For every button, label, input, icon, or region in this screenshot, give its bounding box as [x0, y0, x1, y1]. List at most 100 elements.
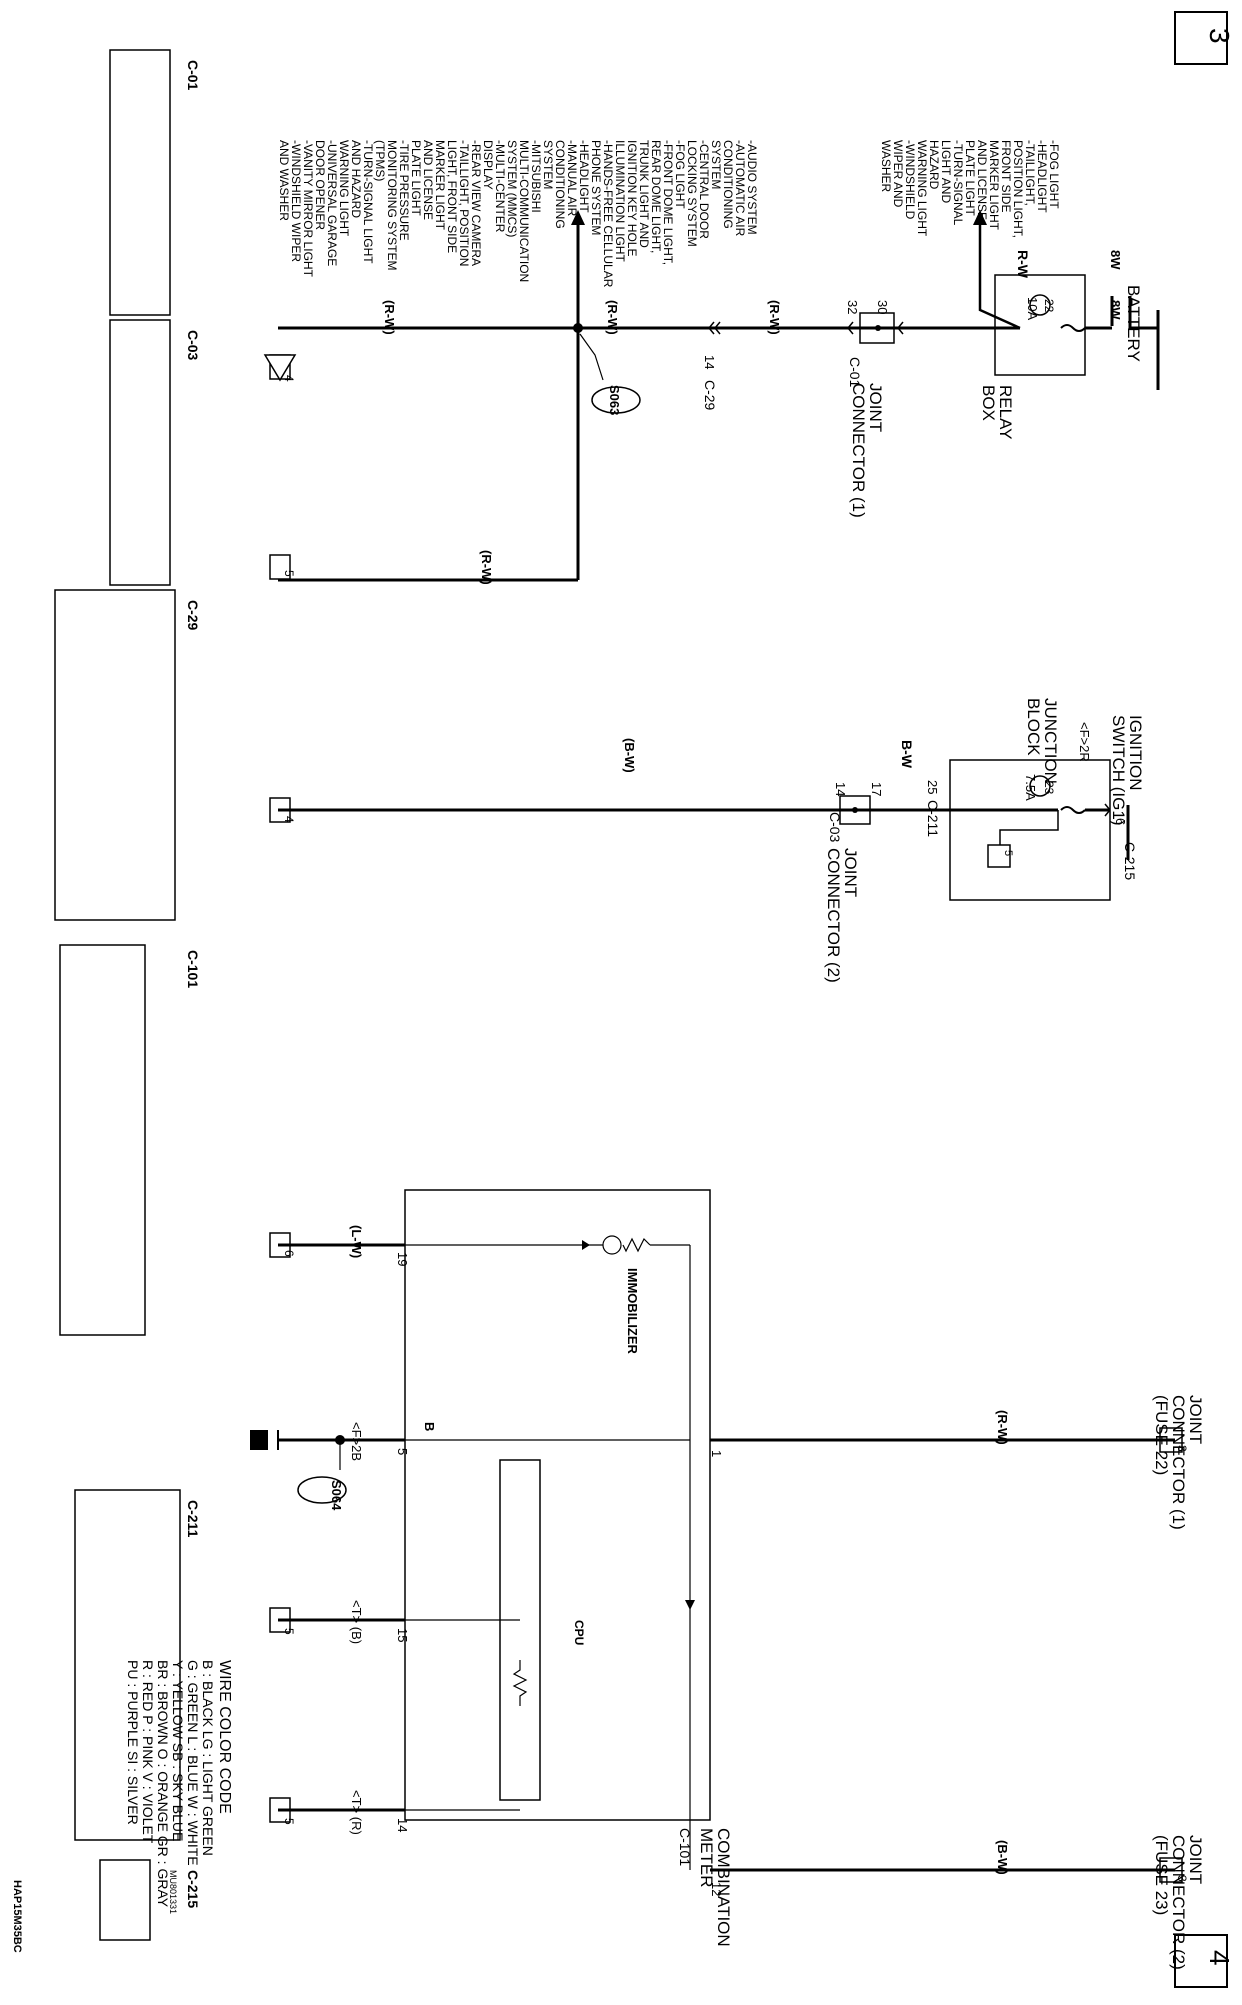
fuse-22 [1060, 324, 1086, 332]
fog-list-line-13: WIPER AND [891, 140, 905, 208]
audio-list-line-35: -UNIVERSAL GARAGE [325, 140, 339, 266]
audio-list-line-22: DISPLAY [481, 140, 495, 190]
audio-list-line-27: AND LICENSE [421, 140, 435, 220]
fuse22-amp: 10A [1025, 297, 1040, 320]
jc2-label-line-1: CONNECTOR (2) [824, 848, 843, 983]
c215-part: MU801331 [168, 1870, 178, 1914]
bw-paren: (B-W) [622, 738, 637, 773]
wire-code-line-2: Y : YELLOW SB : SKY BLUE [170, 1660, 186, 1841]
s063-label: S063 [607, 385, 622, 415]
fog-arrow [973, 210, 987, 225]
fuse23-num: 23 [1042, 781, 1056, 795]
offpage-f [269, 1607, 291, 1633]
offpage-c2 [1159, 1857, 1183, 1883]
audio-list-line-12: -HANDS-FREE CELLULAR [601, 140, 615, 288]
wire-code-line-3: BR : BROWN O : ORANGE GR : GRAY [155, 1660, 171, 1908]
pin-15: 15 [395, 1628, 410, 1642]
fuse-22-badge [1029, 294, 1051, 316]
c03-face [109, 319, 171, 586]
c101-name: C-101 [185, 950, 201, 988]
audio-list-line-23: -REAR VIEW CAMERA [469, 140, 483, 266]
b-wire: B [422, 1422, 437, 1431]
jc2-label-line-0: JOINT [841, 848, 860, 897]
fog-list-line-8: -TURN-SIGNAL [951, 140, 965, 226]
fog-list-line-11: WARNING LIGHT [915, 140, 929, 237]
audio-list-line-33: AND HAZARD [349, 140, 363, 218]
jb-pin-out: 25 [925, 780, 940, 794]
page-marker-4-text: 4 [1204, 1950, 1235, 1966]
fog-list-line-9: LIGHT AND [939, 140, 953, 203]
jc2-pin-in: 17 [869, 782, 884, 796]
audio-list-line-9: TRUNK LIGHT AND [637, 140, 651, 248]
junction-block-label-line-0: JUNCTION [1041, 698, 1060, 784]
audio-list-line-34: WARNING LIGHT [337, 140, 351, 237]
audio-list-line-31: (TPMS) [373, 140, 387, 181]
meter-label-line-1: METER [697, 1828, 716, 1888]
audio-list-line-17: SYSTEM [541, 140, 555, 189]
offpage-g-num: 5 [282, 1818, 296, 1825]
c215-name: C-215 [185, 1870, 201, 1908]
battery-8w-lead [1128, 296, 1158, 330]
audio-list-line-29: -TIRE PRESSURE [397, 140, 411, 241]
c211-face [74, 1489, 181, 1841]
offpage-e [269, 1232, 291, 1258]
meter-label-line-0: COMBINATION [714, 1828, 733, 1947]
jc1-pin-in: 30 [875, 300, 890, 314]
f2b-label: <F>2B [349, 1422, 364, 1461]
meter-conn: C-101 [677, 1828, 693, 1866]
page-marker-4-box [1174, 1934, 1228, 1988]
joint-connector-2-box [839, 795, 871, 825]
pin-12: 12 [709, 1882, 724, 1896]
immobilizer-label: IMMOBILIZER [625, 1268, 640, 1355]
t-b-label: <T> (B) [349, 1600, 364, 1644]
splice-s064-frame [297, 1476, 347, 1504]
jb-conn-out: C-211 [925, 800, 941, 837]
c01-name: C-01 [185, 60, 201, 91]
fog-list-line-10: HAZARD [927, 140, 941, 190]
rw-paren-3: (R-W) [382, 300, 397, 335]
audio-list-line-8: REAR DOME LIGHT, [649, 140, 663, 253]
jc1-label-line-0: JOINT [866, 383, 885, 432]
offpage-b-top [269, 554, 291, 580]
c29-pin: 14 [702, 355, 717, 369]
bw-paren-2: (B-W) [995, 1840, 1010, 1875]
page-marker-3-text: 3 [1204, 28, 1235, 44]
pin-1: 1 [709, 1450, 724, 1457]
lw-paren: (L-W) [349, 1225, 364, 1258]
offpage-c-num: 4 [282, 816, 296, 823]
relay-box-label-line-0: RELAY [996, 385, 1015, 440]
wire-code-line-4: R : RED P : PINK V : VIOLET [140, 1660, 156, 1844]
jc1-pin-out: 32 [845, 300, 860, 314]
c01-face [109, 49, 171, 316]
jc1-fuse-label-line-0: JOINT [1186, 1395, 1205, 1444]
audio-list-line-37: -VANITY MIRROR LIGHT [301, 140, 315, 278]
junction-block-label-line-1: BLOCK [1024, 698, 1043, 756]
t-r-label: <T> (R) [349, 1790, 364, 1835]
wire-code-line-1: G : GREEN L : BLUE W : WHITE [185, 1660, 201, 1866]
doc-code: HAP15M35BC [11, 1880, 23, 1953]
jc1-fuse-label-line-2: (FUSE 22) [1152, 1395, 1171, 1475]
c29-conn: C-29 [702, 380, 718, 411]
cpu-label: CPU [572, 1620, 586, 1645]
fog-list-line-6: AND LICENSE [975, 140, 989, 220]
audio-list-line-7: -FRONT DOME LIGHT, [661, 140, 675, 265]
f2r-label: <F>2R [1077, 722, 1092, 762]
audio-list-line-24: -TAILLIGHT, POSITION [457, 140, 471, 266]
relay-box [994, 274, 1086, 376]
audio-list-line-3: SYSTEM [709, 140, 723, 189]
wire-rw-1: R-W [1015, 250, 1031, 279]
c03-name: C-03 [185, 330, 201, 361]
s064-label: S064 [329, 1480, 344, 1511]
audio-list-line-18: -MITSUBISHI [529, 140, 543, 213]
audio-list-line-11: ILLUMINATION LIGHT [613, 140, 627, 262]
audio-list-line-6: -FOG LIGHT [673, 140, 687, 209]
fuse22-num: 22 [1042, 299, 1056, 313]
offpage-b-num: 5 [282, 570, 296, 577]
fog-list-line-14: WASHER [879, 140, 893, 193]
audio-list-line-39: AND WASHER [277, 140, 291, 221]
audio-arrow [571, 210, 585, 225]
ign-switch-label-line-1: SWITCH (IG1) [1109, 715, 1128, 826]
audio-list-line-4: -CENTRAL DOOR [697, 140, 711, 239]
offpage-c-top [269, 797, 291, 823]
